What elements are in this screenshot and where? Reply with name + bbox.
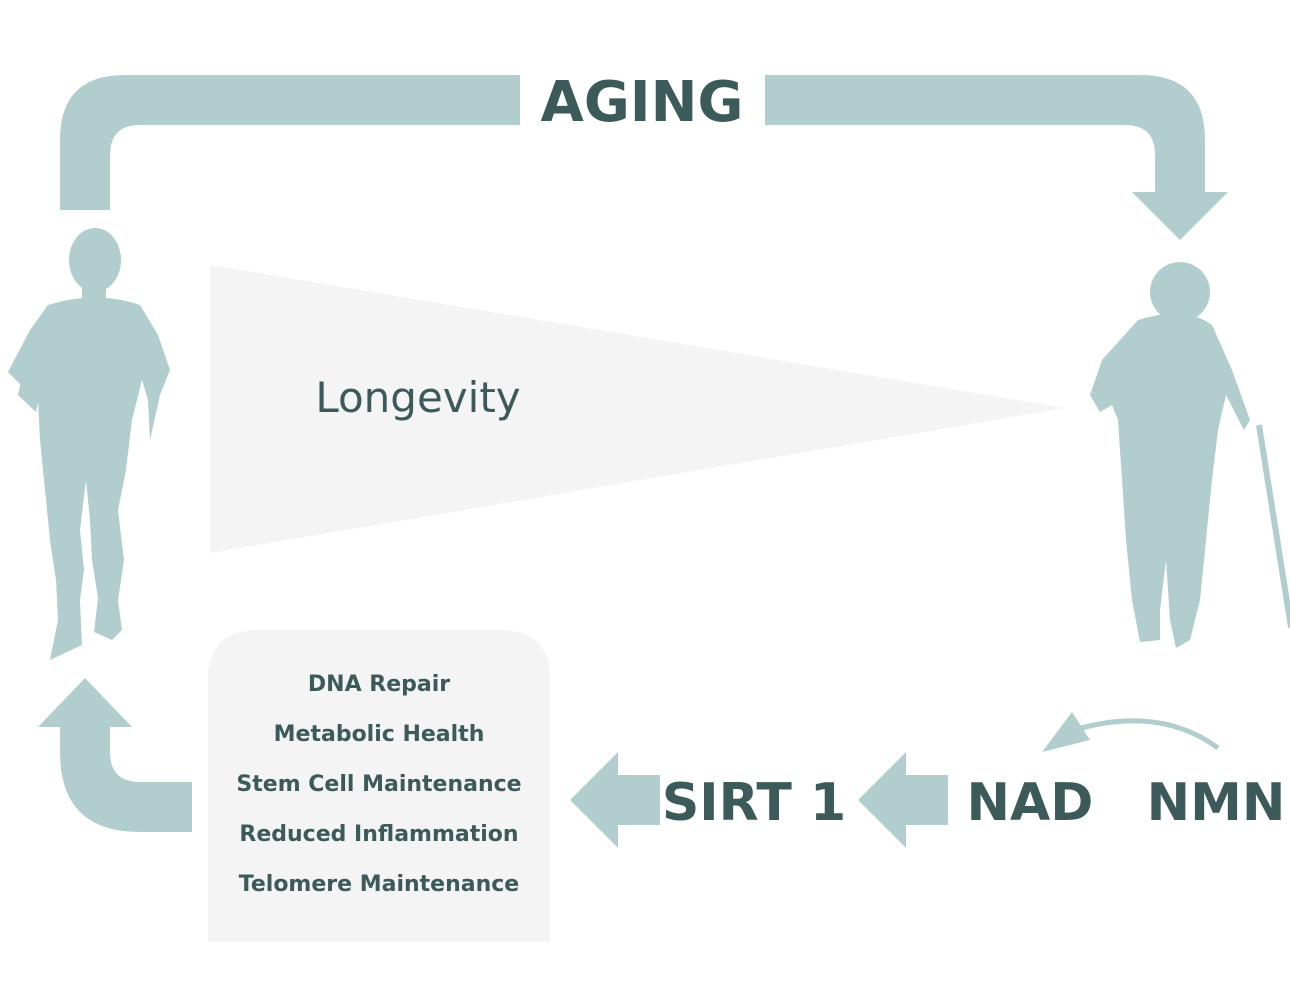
- benefit-item: DNA Repair: [308, 672, 450, 697]
- longevity-wedge: [210, 265, 1065, 553]
- young-person-walking-icon: [8, 228, 170, 660]
- arrow-nmn-to-nad-head: [1042, 712, 1090, 752]
- nmn-label: NMN: [1147, 773, 1286, 833]
- benefit-item: Telomere Maintenance: [239, 872, 519, 897]
- aging-arrow-left-segment: [60, 75, 520, 210]
- aging-label: AGING: [541, 70, 744, 135]
- benefit-item: Stem Cell Maintenance: [236, 772, 521, 797]
- arrow-sirt1-to-benefits: [570, 752, 660, 848]
- arrow-nad-to-sirt1: [858, 752, 948, 848]
- sirt1-label: SIRT 1: [662, 773, 846, 833]
- benefit-item: Metabolic Health: [274, 722, 485, 747]
- return-arrow: [38, 678, 192, 832]
- aging-arrow-right-segment: [765, 75, 1228, 240]
- benefit-item: Reduced Inflammation: [239, 822, 518, 847]
- longevity-label: Longevity: [315, 373, 520, 422]
- benefits-panel: [208, 630, 550, 942]
- nad-label: NAD: [967, 773, 1094, 833]
- arrow-nmn-to-nad: [1073, 718, 1220, 751]
- elderly-person-with-cane-icon: [1090, 262, 1290, 648]
